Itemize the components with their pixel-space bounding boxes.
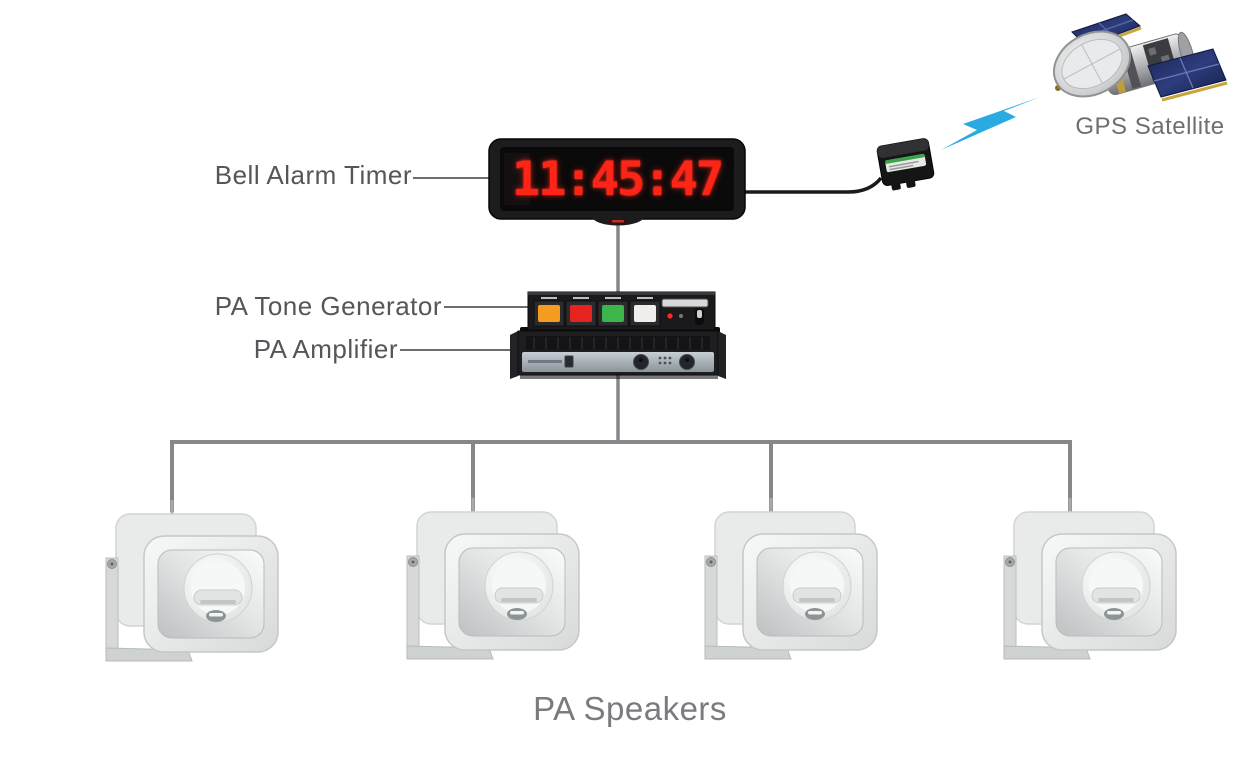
tone-button-orange: [533, 297, 565, 327]
pa-speaker-3: [703, 496, 879, 661]
pa-tone-generator-device: [520, 291, 720, 334]
tone-button-red: [565, 297, 597, 327]
satellite-solar-panel-right: [1147, 48, 1228, 102]
pa-speakers-label: PA Speakers: [533, 690, 727, 727]
gps-receiver-module: [876, 138, 935, 191]
gps-signal-lightning-icon: [941, 97, 1040, 150]
tone-button-green: [597, 297, 629, 327]
gps-satellite-label: GPS Satellite: [1075, 113, 1225, 140]
tone-power-led: [667, 313, 673, 319]
pa-speaker-1: [104, 498, 280, 663]
pa-tone-generator-label: PA Tone Generator: [214, 291, 442, 321]
bell-alarm-timer-clock: [488, 138, 746, 226]
pa-amplifier-device: [510, 330, 726, 379]
tone-button-white: [629, 297, 661, 327]
amp-led-indicators: [658, 356, 672, 365]
amp-power-switch: [564, 355, 574, 368]
pa-amplifier-label: PA Amplifier: [253, 334, 398, 364]
bell-alarm-timer-label: Bell Alarm Timer: [214, 160, 412, 190]
speaker-bus-wire: [170, 440, 1072, 512]
label-connector-lines: [400, 177, 533, 351]
clock-time-display: 11:45:47: [511, 151, 724, 207]
tone-display-slot: [661, 298, 709, 308]
satellite-dish-antenna: [1052, 30, 1132, 98]
pa-speaker-2: [405, 496, 581, 661]
clock-to-gps-cable: [745, 176, 883, 194]
unlit-digit-ghost: [504, 153, 530, 205]
pa-speaker-4: [1002, 496, 1178, 661]
gps-satellite-illustration: [1052, 13, 1228, 102]
